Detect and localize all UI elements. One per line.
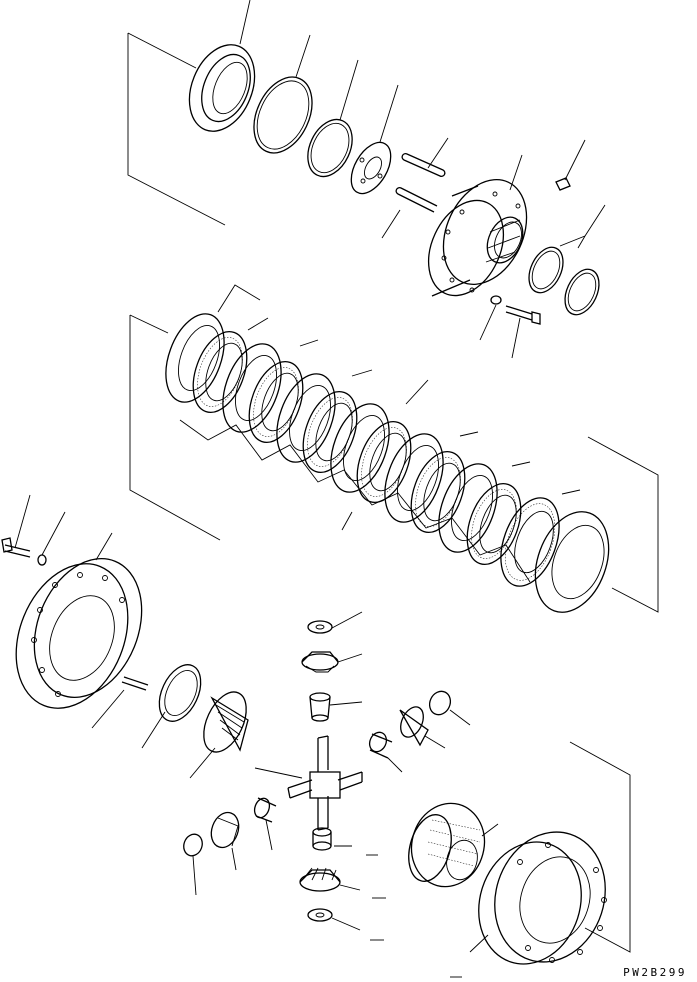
clutch-leaders [179,284,581,583]
bushing-upper [309,692,363,722]
right-bracket [569,741,631,953]
bushing-lower [312,827,378,856]
dowel-pins [381,137,449,239]
separator-plate-3 [276,373,336,463]
washer-left-lower [183,811,240,896]
side-gear [189,691,249,779]
friction-disc-1 [192,331,248,413]
bushing-left-lower [253,797,277,851]
pinion-right [399,706,446,749]
friction-disc-7 [500,497,560,587]
separator-plate-4 [330,403,390,493]
upper-bearing-group [127,0,606,359]
bearing [188,0,256,132]
pin [91,676,149,729]
end-plate [534,511,610,613]
bushing-right [368,731,403,773]
plug [555,139,586,191]
differential-case [450,831,607,978]
snap-ring-small [307,59,359,178]
thrust-washer [141,664,202,749]
thrust-plate [350,84,399,195]
separator-plate-6 [438,463,498,553]
carrier-hub [427,154,528,297]
snap-ring-large [253,34,313,154]
pinion-lower [299,867,386,899]
clutch-hub [408,802,499,888]
differential-case-flange [15,532,143,709]
pinion-upper [301,651,363,673]
separator-plate-2 [222,343,282,433]
spider-cross [254,735,363,831]
seal-rings [528,204,606,316]
differential-group [1,494,631,978]
friction-disc-6 [466,483,522,565]
bolt-left [1,494,66,566]
separator-plate-1 [165,313,225,403]
washer-and-bolt [479,295,541,359]
clutch-pack [129,284,659,613]
spider-lower-washer [307,908,384,941]
washer-right [428,690,471,726]
spider-upper-washer [307,611,363,634]
drawing-code: PW2B299 [623,966,687,979]
clutch-plates [165,313,610,613]
separator-plate-5 [384,433,444,523]
